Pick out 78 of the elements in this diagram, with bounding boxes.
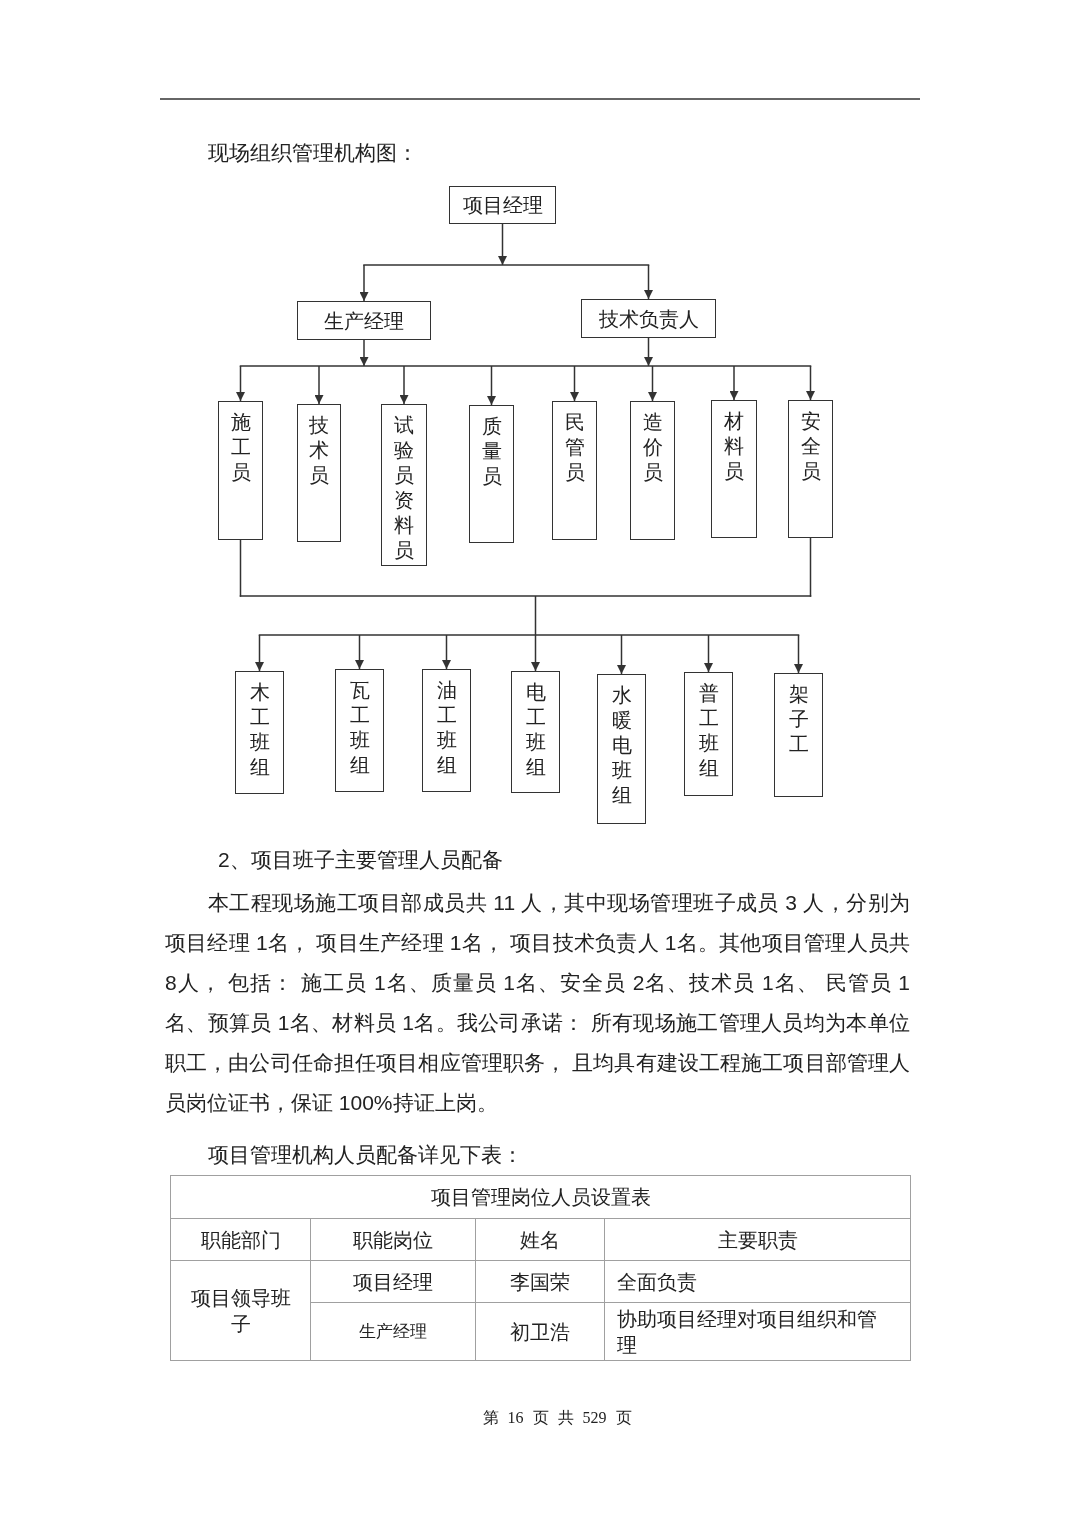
arrow — [648, 365, 657, 402]
arrow — [570, 365, 579, 402]
org-box — [711, 400, 757, 538]
org-box — [511, 671, 560, 793]
box-label: 材料员 — [724, 409, 744, 484]
arrow — [442, 634, 451, 670]
org-box — [552, 401, 597, 540]
table-cell: 协助项目经理对项目组织和管理 — [604, 1302, 911, 1361]
org-box — [218, 401, 263, 540]
table-cell: 初卫浩 — [475, 1302, 605, 1361]
box-label: 油工班组 — [436, 678, 457, 778]
box-label: 项目经理 — [462, 193, 543, 217]
table-intro: 项目管理机构人员配备详见下表： — [208, 1142, 523, 1168]
table-cell: 全面负责 — [604, 1260, 911, 1303]
connector-line — [363, 264, 650, 266]
box-label: 瓦工班组 — [349, 678, 370, 778]
table-cell: 李国荣 — [475, 1260, 605, 1303]
arrow — [359, 339, 369, 367]
arrow — [359, 264, 369, 302]
header-cell: 姓名 — [475, 1218, 605, 1261]
arrow — [729, 365, 739, 401]
org-box — [597, 674, 646, 824]
body-paragraph: 本工程现场施工项目部成员共 11 人，其中现场管理班子成员 3 人，分别为项目经理 1名， 项目生产经理 1名， 项目技术负责人 1名。其他项目管理人员共8人， 包括： 施工员 1名、质量员 1名、安全员 2名、技术员 1名、 民管员 1名、预算员 1名、材料员 1名。我公司承诺： 所有现场施工管理人员均为本单位职工，由公司任命担任项目相应管理职务， 且均具有建设工程施工项目部管理人员岗位证书，保证 100%持证上岗。 — [165, 890, 910, 1116]
connector-line — [239, 365, 812, 367]
box-label: 民管员 — [564, 410, 585, 485]
org-box — [774, 673, 823, 797]
org-box — [235, 671, 284, 794]
arrow — [531, 634, 540, 672]
org-box — [297, 404, 341, 542]
box-label: 电工班组 — [525, 680, 546, 780]
table-cell: 生产经理 — [310, 1302, 476, 1361]
box-label: 普工班组 — [698, 681, 719, 781]
box-label: 技术员 — [309, 413, 329, 488]
org-box — [581, 299, 716, 338]
box-label: 施工员 — [230, 410, 251, 485]
box-label: 试验员资料员 — [394, 413, 414, 563]
org-box — [297, 301, 431, 340]
org-box — [684, 672, 733, 796]
diagram-title: 现场组织管理机构图： — [208, 140, 418, 166]
table-cell: 项目领导班子 — [170, 1260, 311, 1361]
arrow — [355, 634, 364, 670]
box-label: 技术负责人 — [598, 306, 699, 331]
box-label: 安全员 — [800, 409, 821, 484]
arrow — [255, 634, 264, 672]
table-cell: 项目经理 — [310, 1260, 476, 1303]
connector-line — [239, 539, 242, 597]
header-cell: 主要职责 — [604, 1218, 911, 1261]
arrow — [617, 634, 626, 675]
arrow — [644, 264, 653, 300]
arrow — [399, 365, 409, 405]
page-footer: 第 16 页 共 529 页 — [437, 1408, 677, 1428]
org-box — [422, 669, 471, 792]
org-box — [630, 401, 675, 540]
org-box — [335, 669, 384, 792]
title-cell: 项目管理岗位人员设置表 — [170, 1175, 911, 1219]
arrow — [704, 634, 713, 673]
org-box — [449, 186, 556, 224]
box-label: 水暖电班组 — [611, 683, 632, 808]
arrow — [498, 223, 507, 266]
box-label: 质量员 — [481, 414, 502, 489]
header-cell: 职能部门 — [170, 1218, 311, 1261]
box-label: 生产经理 — [324, 308, 404, 333]
section-heading: 2、项目班子主要管理人员配备 — [218, 847, 503, 873]
connector-line — [239, 595, 812, 636]
org-box — [469, 405, 514, 543]
arrow — [236, 365, 245, 402]
box-label: 木工班组 — [249, 680, 270, 780]
arrow — [806, 365, 815, 401]
arrow — [314, 365, 324, 405]
box-label: 造价员 — [642, 410, 663, 485]
arrow — [794, 634, 803, 674]
arrow — [644, 337, 653, 367]
org-box — [788, 400, 833, 538]
org-box — [381, 404, 427, 566]
header-cell: 职能岗位 — [310, 1218, 476, 1261]
arrow — [487, 365, 496, 406]
connector-line — [809, 537, 812, 597]
box-label: 架子工 — [788, 682, 809, 757]
